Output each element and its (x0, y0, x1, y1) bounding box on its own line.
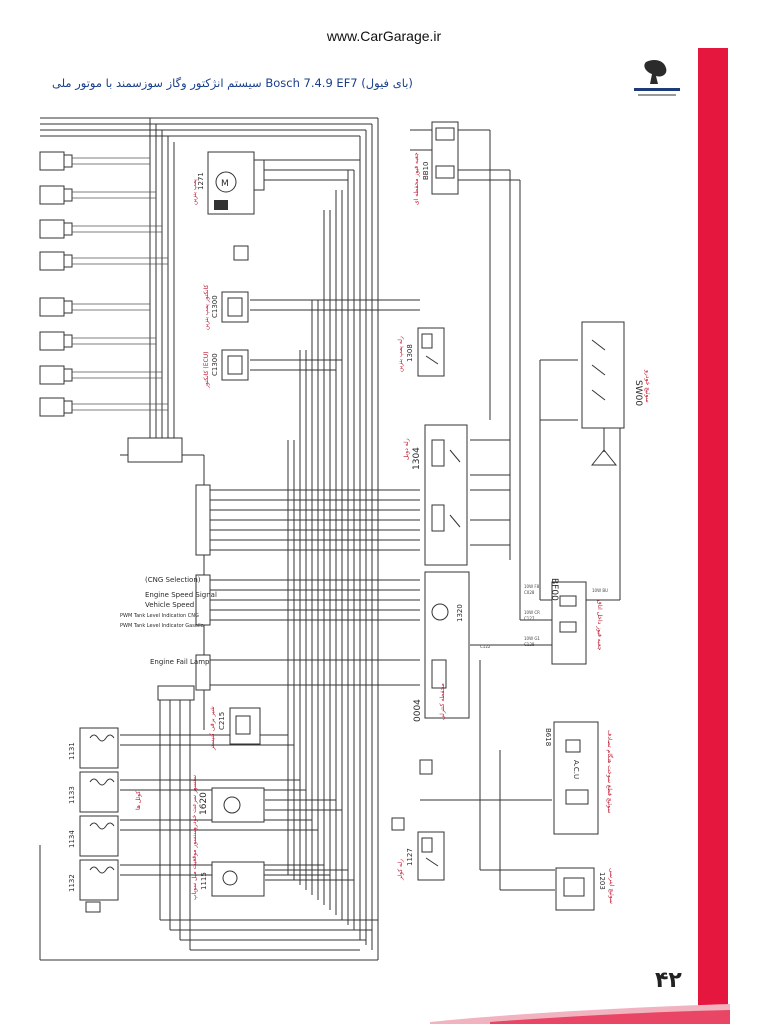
sw00-code: SW00 (633, 380, 643, 406)
sw00-desc: سوئیچ خودرو (644, 369, 651, 403)
s1203-desc: سوئیچ اینرسی (608, 868, 615, 904)
signal-label-pwm-cng: PWM Tank Level Indication CNG (120, 613, 199, 619)
acu-code: B618 (544, 728, 552, 746)
fuse-code-c127: C127 (524, 616, 535, 621)
coil-4-code: 1132 (68, 874, 76, 892)
c1300-code: C1300 (211, 295, 219, 318)
fuse-rating-g1: 10W G1 (524, 636, 540, 641)
bottom-swash-decoration (430, 1004, 730, 1024)
acu-desc: سوئیچ قطع سوخت هنگام تصادف (606, 730, 614, 813)
coils-desc: کوئل ها (135, 791, 142, 810)
relay-1304-code: 1304 (412, 447, 422, 470)
ac-relay-1127 (391, 817, 445, 881)
relay-1308-code: 1308 (406, 344, 414, 362)
c1300b-connector (221, 349, 249, 381)
c1300b-desc: کانکتور (ECU) (203, 352, 210, 389)
fuse-code-c122: C122 (480, 644, 491, 649)
site-url: www.CarGarage.ir (326, 28, 442, 44)
coil-1-code: 1131 (68, 742, 76, 760)
s1620-desc: سنسور سرعت خودرو (191, 775, 198, 831)
c1300b-code: C1300 (211, 353, 219, 376)
fuse-rating-cr: 10W CR (524, 610, 540, 615)
bf00-desc: جعبه فیوز داخل اتاق (596, 600, 603, 651)
signal-label-pwm-gasoil: PWM Tank Level Indicator Gasoile (120, 623, 204, 629)
fuel-pump-desc: پمپ بنزین (191, 179, 198, 205)
fuse-rating-f8: 10W F8 (524, 584, 540, 589)
s1115-code: 1115 (200, 872, 208, 890)
cam-sensor-1115 (211, 861, 265, 897)
s1620-code: 1620 (199, 792, 209, 815)
fuel-pump-relay (417, 327, 445, 377)
c215-desc: شیر برقی کنیستر (209, 706, 216, 751)
c215-code: C215 (218, 712, 226, 730)
relay-1304-desc: رله دوبل (403, 438, 410, 460)
page-title: سیستم انژکتور وگاز سوزسمند با موتور ملی … (52, 76, 413, 90)
svg-text:M: M (221, 179, 229, 189)
c1300-desc: کانکتور پمپ بنزین (203, 285, 210, 330)
ignition-coils (79, 727, 119, 913)
s1203-code: 1203 (598, 872, 606, 890)
c1300-connector (221, 291, 249, 323)
double-relay-1304 (424, 424, 468, 566)
ecu-ground (419, 759, 433, 775)
acu-sub: A.C.U (572, 760, 580, 779)
ecu-1320 (424, 571, 470, 719)
bb10-desc: جعبه فیوز محفظه ای (413, 152, 420, 205)
ecu-code: 1320 (456, 604, 464, 622)
inertia-switch-1203 (555, 867, 595, 911)
bf00-code: BF00 (549, 578, 559, 601)
s1115-desc: سنسور موقعیت میل سوپاپ (191, 829, 198, 900)
page-edge-bar (698, 48, 728, 1024)
acu-b618 (553, 721, 599, 835)
coil-2-code: 1133 (68, 786, 76, 804)
fuse-code-c028: C028 (524, 590, 535, 595)
signal-label-vehicle-speed: Vehicle Speed (145, 601, 194, 609)
signal-label-engine-speed: Engine Speed Signal (145, 591, 217, 599)
cluster-code: 0004 (413, 699, 423, 722)
bb10-code: BB10 (422, 161, 430, 180)
fuse-code-c128: C128 (524, 642, 535, 647)
coil-3-code: 1134 (68, 830, 76, 848)
bf00-fuse-box (551, 581, 587, 665)
signal-label-engine-fail-lamp: Engine Fail Lamp (150, 658, 210, 666)
fuel-pump-code: 1271 (197, 172, 205, 190)
injector-connectors (39, 151, 73, 417)
page-number: ۴۲ (655, 968, 682, 993)
fuse-rating-bu: 10W BU (592, 588, 608, 593)
relay-1127-code: 1127 (406, 848, 414, 866)
relay-1308-desc: رله پمپ بنزین (397, 336, 404, 372)
ground-connector (233, 245, 249, 261)
ecu-desc: محفظه کنترلی (439, 683, 446, 720)
vehicle-speed-sensor-1620 (211, 787, 265, 823)
ignition-switch-sw00 (581, 321, 625, 466)
relay-1127-desc: رله کولر (397, 859, 404, 881)
company-logo (634, 60, 680, 96)
signal-label-cng: (CNG Selection) (145, 576, 201, 584)
canister-valve-c215 (229, 707, 261, 745)
fuel-pump-module: M (207, 151, 265, 215)
bb10-fuse-box (431, 121, 459, 195)
ecu-connector-block (127, 437, 211, 701)
